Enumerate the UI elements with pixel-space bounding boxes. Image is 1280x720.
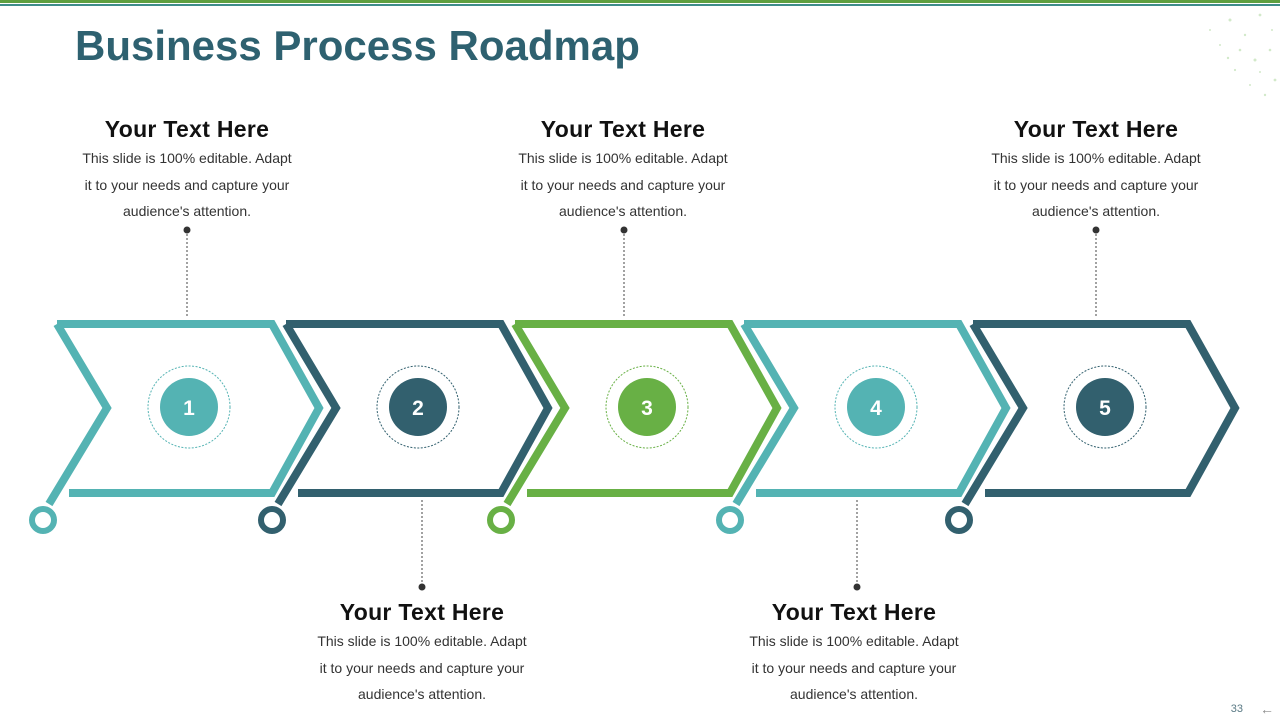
badge-circle [389,378,447,436]
back-arrow-icon[interactable]: ← [1260,701,1274,717]
callout-line: This slide is 100% editable. Adapt [317,633,527,649]
step-1-chevron [29,320,324,534]
callout-body: This slide is 100% editable. Adapt it to… [724,628,984,708]
connector-dot [418,583,426,591]
chevron-knob [29,506,57,534]
connector-dot [620,226,628,234]
badge-circle [618,378,676,436]
callout-line: This slide is 100% editable. Adapt [991,150,1201,166]
callout-step-5: Your Text Here This slide is 100% editab… [966,116,1226,225]
callout-body: This slide is 100% editable. Adapt it to… [292,628,552,708]
step-4-badge: 4 [834,365,918,449]
callout-connector [183,226,191,318]
callout-line: audience's attention. [559,203,687,219]
step-number: 3 [641,397,653,420]
corner-decoration [1209,13,1277,97]
badge-circle [160,378,218,436]
chevron-outline [286,320,553,497]
connector-dot [853,583,861,591]
callout-heading: Your Text Here [104,116,270,142]
step-2-badge: 2 [376,365,460,449]
callout-connector [853,500,861,591]
step-number: 4 [870,397,882,420]
callout-heading: Your Text Here [1013,116,1179,142]
callout-line: audience's attention. [790,686,918,702]
callout-connectors [183,226,1100,591]
chevron-tail [961,321,1028,507]
callout-heading: Your Text Here [540,116,706,142]
chevron-knob [258,506,286,534]
chevron-outline [515,320,782,497]
callout-line: This slide is 100% editable. Adapt [749,633,959,649]
callout-connector [418,500,426,591]
callout-connector [620,226,628,318]
callout-line: it to your needs and capture your [751,659,957,676]
step-5-badge: 5 [1063,365,1147,449]
step-number: 2 [412,397,424,420]
chevron-tail [503,321,570,507]
chevron-knob [945,506,973,534]
chevron-tail [732,321,799,507]
callout-body: This slide is 100% editable. Adapt it to… [493,145,753,225]
callout-step-2: Your Text Here This slide is 100% editab… [292,599,552,708]
badge-circle [847,378,905,436]
callout-heading: Your Text Here [339,599,505,625]
step-4-chevron [716,320,1011,534]
callout-body: This slide is 100% editable. Adapt it to… [57,145,317,225]
page-number: 33 [1230,703,1243,715]
step-3-badge: 3 [605,365,689,449]
callout-line: it to your needs and capture your [84,176,290,193]
callout-step-4: Your Text Here This slide is 100% editab… [724,599,984,708]
callout-line: it to your needs and capture your [319,659,525,676]
chevron-outline [57,320,324,497]
badge-circle [1076,378,1134,436]
callout-step-3: Your Text Here This slide is 100% editab… [493,116,753,225]
badge-dashed-ring [605,365,689,449]
callout-line: audience's attention. [123,203,251,219]
connector-dot [1092,226,1100,234]
badge-dashed-ring [1063,365,1147,449]
top-accent-green [0,0,1280,3]
top-accent-bar [0,0,1280,6]
callout-line: This slide is 100% editable. Adapt [82,150,292,166]
chevron-outline [744,320,1011,497]
step-1-badge: 1 [147,365,231,449]
callout-line: This slide is 100% editable. Adapt [518,150,728,166]
step-3-chevron [487,320,782,534]
callout-body: This slide is 100% editable. Adapt it to… [966,145,1226,225]
step-5-chevron [945,320,1240,534]
top-accent-teal [0,4,1280,6]
badge-dashed-ring [834,365,918,449]
badge-dashed-ring [147,365,231,449]
callout-step-1: Your Text Here This slide is 100% editab… [57,116,317,225]
callout-line: audience's attention. [358,686,486,702]
chevron-knob [716,506,744,534]
callout-line: it to your needs and capture your [993,176,1199,193]
callout-line: it to your needs and capture your [520,176,726,193]
step-number: 5 [1099,397,1111,420]
callout-connector [1092,226,1100,318]
slide-title: Business Process Roadmap [75,22,640,69]
chevron-knob [487,506,515,534]
step-2-chevron [258,320,553,534]
chevron-outline [973,320,1240,497]
connector-dot [183,226,191,234]
step-number: 1 [183,397,195,420]
step-badges: 1 2 3 4 5 [147,365,1147,449]
chevron-arrows [29,320,1240,534]
badge-dashed-ring [376,365,460,449]
callout-line: audience's attention. [1032,203,1160,219]
callout-heading: Your Text Here [771,599,937,625]
chevron-tail [274,321,341,507]
chevron-tail [45,321,112,507]
